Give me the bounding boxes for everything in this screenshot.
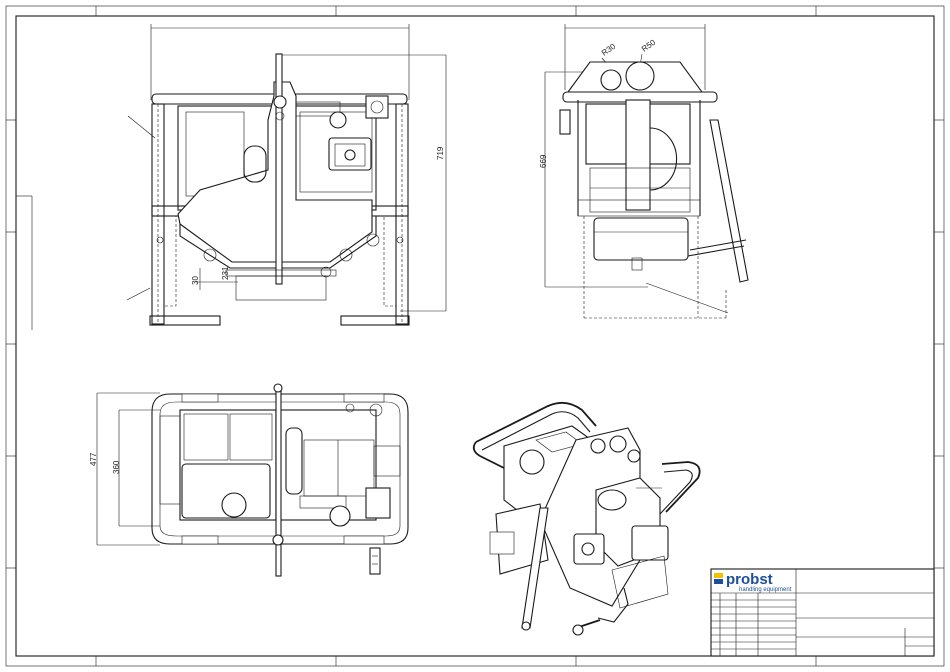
brand-tagline: handling equipment: [739, 587, 792, 593]
isometric-view: [474, 403, 700, 635]
front-dim-bottom: 231: [221, 266, 230, 280]
title-block: probst handling equipment: [711, 569, 934, 656]
radius-small-label: R30: [600, 42, 618, 58]
front-view: 719: [127, 24, 446, 325]
front-dim-30: 30: [191, 276, 200, 285]
side-view: 669 R30 R50: [539, 24, 748, 318]
top-outer-width-dimension: 477: [89, 452, 98, 466]
brand-name: probst: [726, 571, 773, 588]
front-height-dimension: 719: [436, 146, 445, 160]
logo-blue-bar: [714, 579, 723, 584]
radius-large-label: R50: [640, 38, 658, 54]
sheet-frame: [6, 6, 944, 666]
top-view: 477 360: [89, 384, 408, 576]
side-height-dimension: 669: [539, 154, 548, 168]
logo-accent-bar: [714, 573, 723, 578]
top-inner-width-dimension: 360: [112, 460, 121, 474]
